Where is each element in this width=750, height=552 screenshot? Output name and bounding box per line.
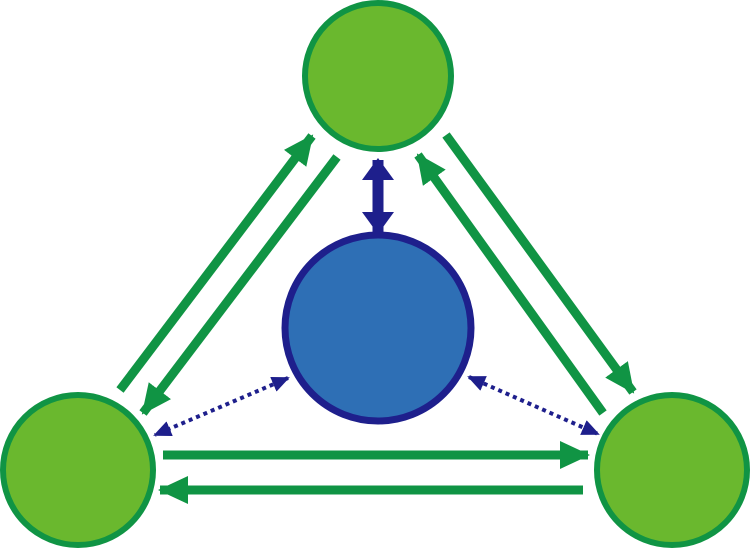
arrow-left-to-top (116, 133, 316, 393)
node-center (281, 231, 475, 425)
flow-arrows (116, 132, 637, 504)
node-left (0, 392, 156, 548)
hub-arrows (153, 158, 600, 437)
arrow-right-to-top (414, 152, 607, 416)
arrow-top-to-left (139, 154, 341, 416)
node-right (594, 392, 750, 548)
arrow-center-left (153, 376, 290, 437)
arrow-top-to-right (442, 132, 637, 395)
node-top (302, 0, 454, 152)
